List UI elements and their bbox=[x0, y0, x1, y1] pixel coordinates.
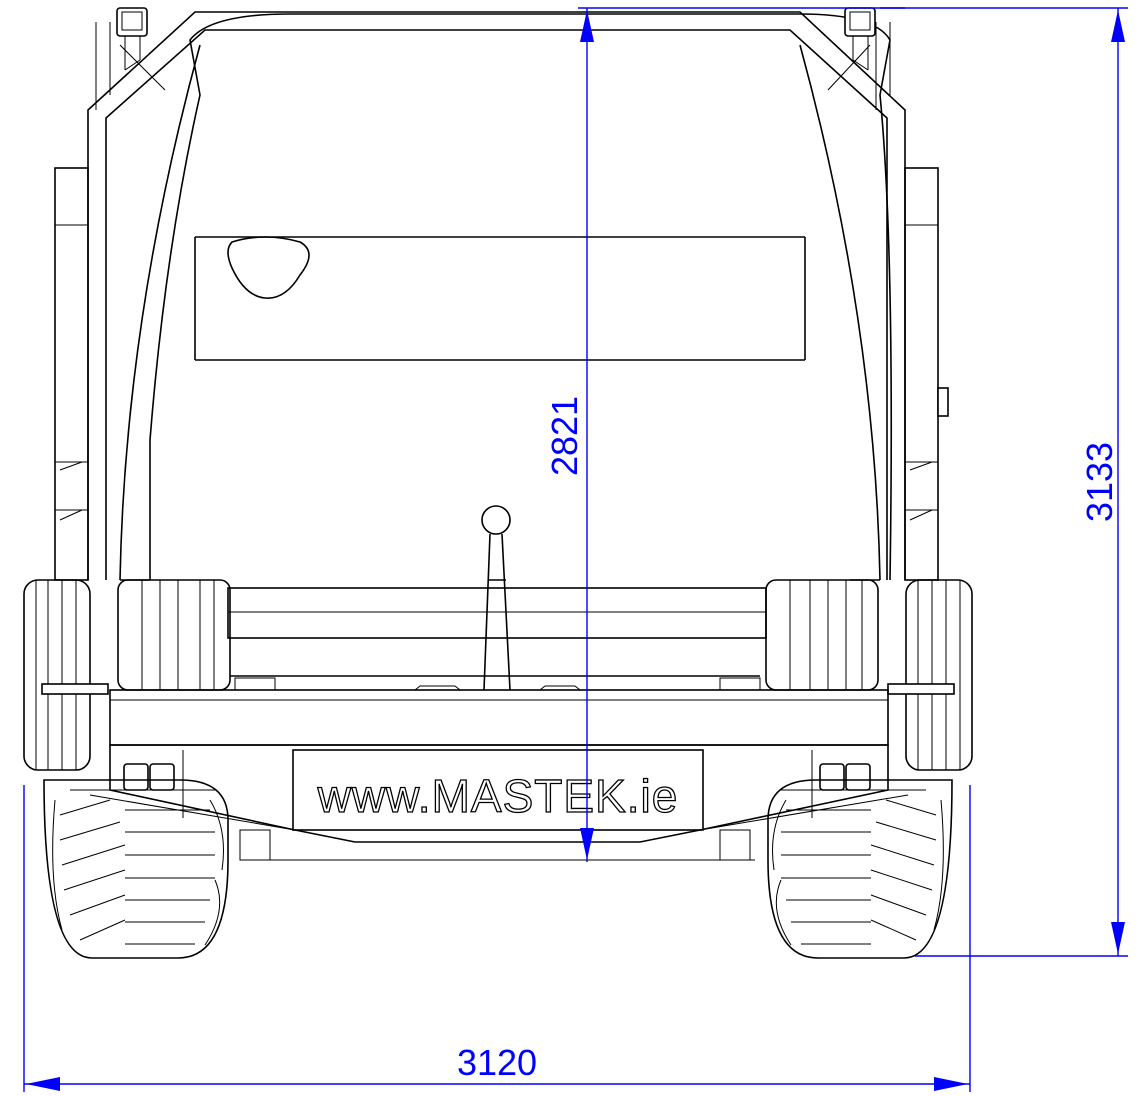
inner-height-label: 2821 bbox=[544, 396, 585, 476]
left-upper-wheel bbox=[23, 579, 231, 771]
overall-width-label: 3120 bbox=[457, 1042, 537, 1083]
dimension-overall-width bbox=[23, 785, 971, 1092]
right-tread-tyre bbox=[767, 779, 953, 959]
hitch-lever bbox=[481, 505, 511, 691]
drum-body bbox=[119, 13, 893, 581]
roll-frame bbox=[87, 11, 906, 580]
left-work-light bbox=[116, 7, 148, 71]
left-side-panel bbox=[54, 167, 89, 581]
dimension-inner-height bbox=[578, 7, 905, 862]
sight-window bbox=[227, 236, 310, 299]
rear-bumper bbox=[89, 744, 909, 861]
right-upper-wheel bbox=[765, 579, 973, 771]
rear-crossmember bbox=[227, 587, 767, 677]
left-tread-tyre bbox=[43, 779, 229, 959]
dimension-overall-height bbox=[880, 7, 1128, 957]
side-brackets bbox=[41, 683, 955, 695]
right-side-panel bbox=[904, 167, 949, 581]
right-work-light bbox=[844, 7, 876, 71]
mastek-logo-text: www.MASTEK.ie bbox=[317, 770, 679, 822]
overall-height-label: 3133 bbox=[1079, 442, 1120, 522]
